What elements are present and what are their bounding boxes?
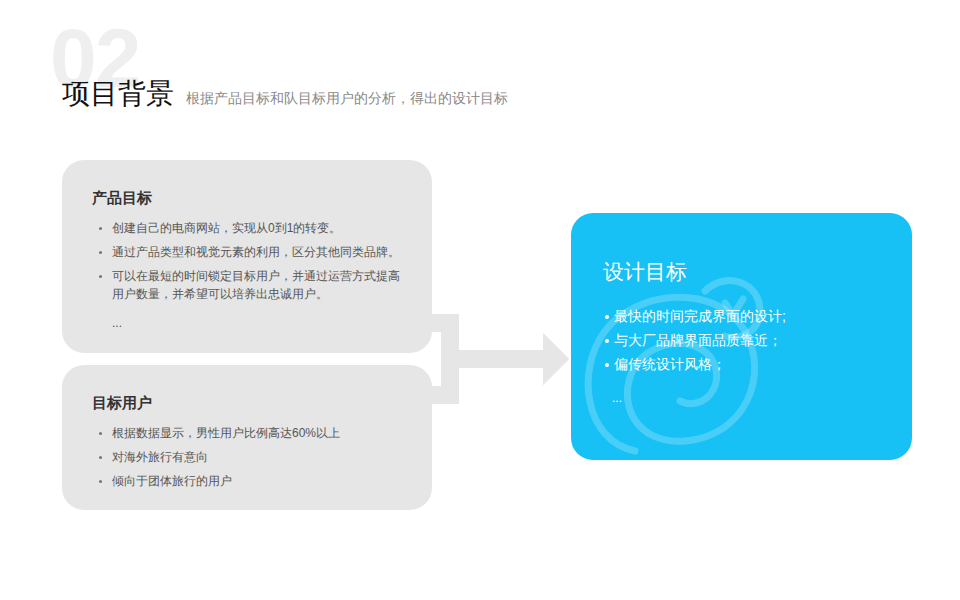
box-item: 与大厂品牌界面品质靠近； <box>603 330 884 350</box>
box-item: 偏传统设计风格； <box>603 354 884 374</box>
box-item: 对海外旅行有意向 <box>92 448 408 466</box>
merge-arrow <box>432 333 569 395</box>
box-heading: 产品目标 <box>92 188 408 208</box>
arrow-head <box>543 333 569 385</box>
goal-box: 产品目标创建自己的电商网站，实现从0到1的转变。通过产品类型和视觉元素的利用，区… <box>62 160 432 353</box>
box-item: 可以在最短的时间锁定目标用户，并通过运营方式提高用户数量，并希望可以培养出忠诚用… <box>92 267 408 303</box>
subtitle: 根据产品目标和队目标用户的分析，得出的设计目标 <box>186 89 508 107</box>
box-item: 最快的时间完成界面的设计; <box>603 306 884 326</box>
heading-row: 项目背景根据产品目标和队目标用户的分析，得出的设计目标 <box>62 76 508 112</box>
box-item: 通过产品类型和视觉元素的利用，区分其他同类品牌。 <box>92 243 408 261</box>
user-box: 目标用户根据数据显示，男性用户比例高达60%以上对海外旅行有意向倾向于团体旅行的… <box>62 365 432 510</box>
box-item: 倾向于团体旅行的用户 <box>92 472 408 490</box>
box-item: ... <box>603 390 884 406</box>
box-heading: 目标用户 <box>92 393 408 413</box>
design-goal-box: 设计目标最快的时间完成界面的设计; 与大厂品牌界面品质靠近； 偏传统设计风格；... <box>571 213 912 460</box>
arrow-head <box>543 333 569 385</box>
box-item: 根据数据显示，男性用户比例高达60%以上 <box>92 424 408 442</box>
arrow-shaft <box>432 359 544 395</box>
box-item: 创建自己的电商网站，实现从0到1的转变。 <box>92 219 408 237</box>
page-title: 项目背景 <box>62 76 174 112</box>
box-heading: 设计目标 <box>603 259 884 285</box>
box-item: ... <box>92 314 408 332</box>
